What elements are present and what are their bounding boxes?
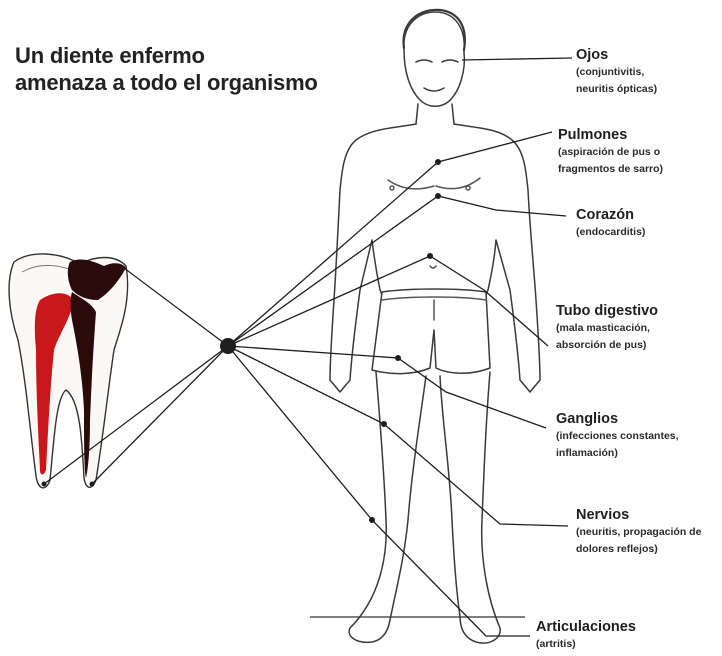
dot-tooth-root-a — [42, 482, 47, 487]
right-leg — [440, 372, 500, 643]
label-articulaciones-name: Articulaciones — [536, 618, 636, 636]
tooth-illustration — [9, 254, 128, 488]
hub-dot — [220, 338, 236, 354]
label-ganglios-name: Ganglios — [556, 410, 679, 428]
label-tubo-digestivo-name: Tubo digestivo — [556, 302, 658, 320]
hair — [403, 10, 464, 50]
human-figure — [330, 10, 540, 643]
label-ojos-note: (conjuntivitis, neuritis ópticas) — [576, 64, 657, 98]
title-line-1: Un diente enfermo — [15, 42, 318, 69]
label-tubo-digestivo: Tubo digestivo (mala masticación, absorc… — [556, 302, 658, 354]
face-brows — [416, 60, 458, 62]
label-ganglios: Ganglios (infecciones constantes, inflam… — [556, 410, 679, 462]
nipple-left — [390, 186, 394, 190]
label-corazon-name: Corazón — [576, 206, 645, 224]
label-ojos: Ojos (conjuntivitis, neuritis ópticas) — [576, 46, 657, 98]
dot-tooth-root-b — [90, 482, 95, 487]
label-tubo-digestivo-note: (mala masticación, absorción de pus) — [556, 320, 658, 354]
head-outline — [404, 12, 465, 106]
line-ojos — [462, 58, 572, 60]
face-mouth — [424, 88, 444, 91]
label-articulaciones: Articulaciones (artritis) — [536, 618, 636, 653]
line-articulaciones — [228, 346, 530, 636]
nipple-right — [466, 186, 470, 190]
line-hub-tooth-crown — [124, 268, 228, 346]
label-corazon: Corazón (endocarditis) — [576, 206, 645, 241]
label-pulmones-name: Pulmones — [558, 126, 663, 144]
dot-nervios — [381, 421, 387, 427]
label-articulaciones-note: (artritis) — [536, 636, 636, 653]
dot-ganglios — [395, 355, 401, 361]
connector-lines — [44, 58, 572, 636]
label-ojos-name: Ojos — [576, 46, 657, 64]
dot-pulmones — [435, 159, 441, 165]
label-nervios-name: Nervios — [576, 506, 701, 524]
label-nervios-note: (neuritis, propagación de dolores reflej… — [576, 524, 701, 558]
label-corazon-note: (endocarditis) — [576, 224, 645, 241]
title-line-2: amenaza a todo el organismo — [15, 69, 318, 96]
page-title: Un diente enfermo amenaza a todo el orga… — [15, 42, 318, 96]
label-pulmones: Pulmones (aspiración de pus o fragmentos… — [558, 126, 663, 178]
navel — [430, 266, 436, 268]
dot-corazon — [435, 193, 441, 199]
shorts — [372, 289, 490, 374]
line-hub-tooth-root-b — [92, 346, 228, 484]
label-nervios: Nervios (neuritis, propagación de dolore… — [576, 506, 701, 558]
dot-tubo-digestivo — [427, 253, 433, 259]
dot-articulaciones — [369, 517, 375, 523]
label-pulmones-note: (aspiración de pus o fragmentos de sarro… — [558, 144, 663, 178]
label-ganglios-note: (infecciones constantes, inflamación) — [556, 428, 679, 462]
